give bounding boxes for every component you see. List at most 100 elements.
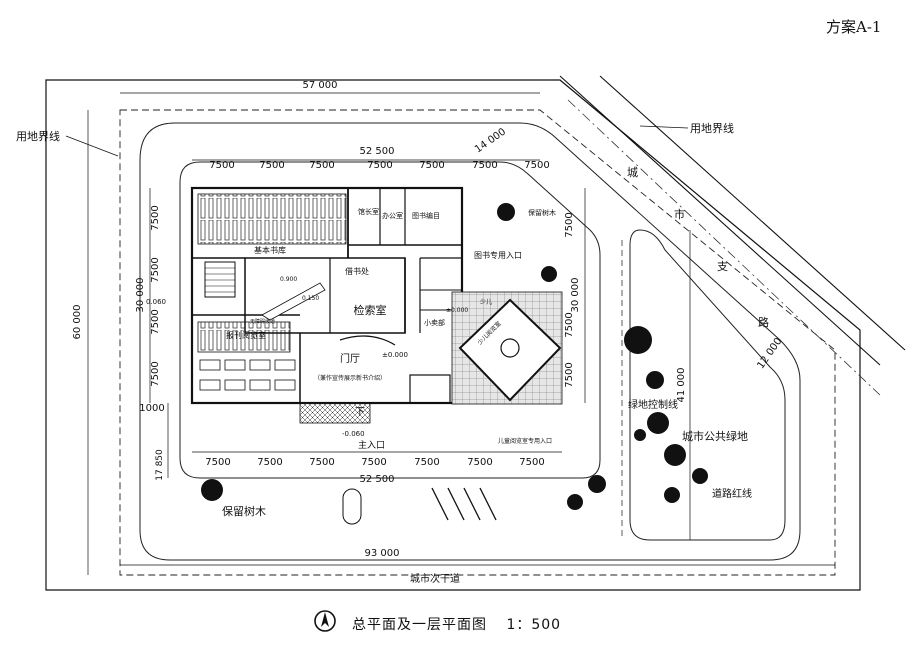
- label-kids-entrance: 儿童阅览室专用入口: [498, 437, 552, 445]
- svg-text:7500: 7500: [564, 312, 575, 337]
- svg-text:7500: 7500: [150, 309, 161, 334]
- dim-green-depth: 41 000: [676, 368, 687, 403]
- plan-title-text: 总平面及一层平面图: [352, 617, 487, 633]
- bay-dims-top: 7500 7500 7500 7500 7500 7500 7500: [209, 160, 549, 171]
- lending-desk: [339, 335, 396, 346]
- level-entrance: -0.060: [342, 430, 365, 438]
- svg-text:7500: 7500: [205, 457, 230, 468]
- dim-building-depth: 30 000: [135, 278, 146, 313]
- svg-text:7500: 7500: [564, 362, 575, 387]
- label-boundary-left: 用地界线: [16, 129, 60, 143]
- dim-setback-bottom: 17 850: [155, 449, 165, 481]
- north-arrow-icon: [314, 610, 336, 632]
- svg-text:7500: 7500: [259, 160, 284, 171]
- svg-text:7500: 7500: [361, 457, 386, 468]
- plan-scale: 1：500: [506, 617, 562, 633]
- label-secondary-road: 城市次干道: [410, 572, 460, 585]
- label-keep-trees-bottom: 保留树木: [222, 504, 266, 518]
- label-down: 下: [355, 407, 365, 418]
- svg-text:7500: 7500: [150, 257, 161, 282]
- dim-road-width: 12 000: [755, 336, 784, 371]
- room-ramp: 无障碍坡道: [250, 318, 275, 325]
- room-stack: 基本书库: [254, 245, 286, 255]
- room-exhibit: （兼作宣传展示新书介绍）: [314, 374, 386, 382]
- entrance-steps: [299, 402, 371, 424]
- kids-round-table: [500, 338, 520, 358]
- room-lending: 借书处: [345, 266, 369, 276]
- svg-text:7500: 7500: [257, 457, 282, 468]
- dim-building-width: 52 500: [360, 146, 395, 157]
- room-restroom: 小卖部: [424, 318, 445, 327]
- svg-text:7500: 7500: [309, 457, 334, 468]
- label-keep-trees-top: 保留树木: [528, 208, 556, 217]
- label-green-control: 绿地控制线: [628, 398, 678, 411]
- svg-text:7500: 7500: [419, 160, 444, 171]
- label-public-green: 城市公共绿地: [682, 429, 748, 443]
- median-island: [342, 488, 362, 525]
- tree-icons: [201, 203, 708, 510]
- svg-text:7500: 7500: [209, 160, 234, 171]
- label-road-shi: 市: [674, 207, 685, 221]
- svg-text:7500: 7500: [414, 457, 439, 468]
- periodical-shelves: [197, 321, 291, 353]
- label-road-red-line: 道路红线: [712, 487, 752, 500]
- room-search: 检索室: [354, 303, 387, 317]
- bay-dims-left: 7500 7500 7500 7500: [150, 205, 161, 386]
- room-catalog: 图书编目: [412, 211, 440, 220]
- dimension-lines: [87, 92, 835, 575]
- dim-setback-left: 1000: [139, 403, 164, 414]
- green-island: [629, 229, 786, 541]
- bay-dims-bottom: 7500 7500 7500 7500 7500 7500 7500: [205, 457, 544, 468]
- label-book-entrance: 图书专用入口: [474, 250, 522, 260]
- road-edge-a: [559, 75, 881, 366]
- road-center: [567, 99, 881, 396]
- plan-title: 总平面及一层平面图 1：500: [352, 614, 561, 634]
- site-boundary-line: [45, 79, 861, 591]
- svg-text:7500: 7500: [472, 160, 497, 171]
- dim-total-width: 57 000: [303, 80, 338, 91]
- label-boundary-right: 用地界线: [690, 121, 734, 135]
- level-kids: ±0.000: [446, 307, 468, 314]
- stair: [204, 261, 236, 298]
- setback-dashed-line: [119, 109, 836, 576]
- dim-small: 0.060: [146, 298, 166, 306]
- label-road-city: 城: [627, 166, 638, 179]
- building-floor-plan: [190, 186, 464, 424]
- dim-diag-width: 14 000: [473, 126, 508, 155]
- dim-building-width-bottom: 52 500: [360, 474, 395, 485]
- level-lobby: ±0.000: [382, 351, 408, 359]
- room-office-b: 办公室: [382, 211, 403, 220]
- level-stack: 0.900: [280, 276, 297, 283]
- room-periodical: 报刊阅览室: [226, 330, 266, 340]
- svg-text:7500: 7500: [524, 160, 549, 171]
- label-main-entrance: 主入口: [358, 439, 385, 451]
- level-ramp: 0.150: [302, 295, 319, 302]
- scheme-label: 方案A-1: [826, 18, 882, 36]
- dim-building-depth-right: 30 000: [570, 278, 581, 313]
- kids-reading-room: [458, 298, 562, 402]
- inner-road-inner: [179, 161, 601, 479]
- reading-tables: [199, 359, 296, 391]
- svg-text:7500: 7500: [309, 160, 334, 171]
- svg-text:7500: 7500: [467, 457, 492, 468]
- bay-dims-right: 7500 7500 7500: [564, 212, 575, 387]
- svg-text:7500: 7500: [519, 457, 544, 468]
- dim-site-height: 60 000: [72, 305, 83, 340]
- svg-text:7500: 7500: [150, 205, 161, 230]
- label-road-lu: 路: [758, 316, 769, 329]
- ramp: [261, 282, 326, 321]
- book-stack-shelves: [197, 193, 347, 245]
- inner-road-outline: [139, 122, 801, 561]
- room-office-a: 馆长室: [358, 207, 379, 216]
- svg-text:7500: 7500: [367, 160, 392, 171]
- label-road-zhi: 支: [717, 260, 728, 273]
- room-lobby: 门厅: [340, 352, 360, 365]
- svg-text:7500: 7500: [564, 212, 575, 237]
- room-kids: 少儿: [480, 299, 492, 306]
- road-edge-b: [599, 75, 906, 351]
- svg-text:7500: 7500: [150, 361, 161, 386]
- parking-marks: [431, 487, 497, 521]
- dim-site-width: 93 000: [365, 548, 400, 559]
